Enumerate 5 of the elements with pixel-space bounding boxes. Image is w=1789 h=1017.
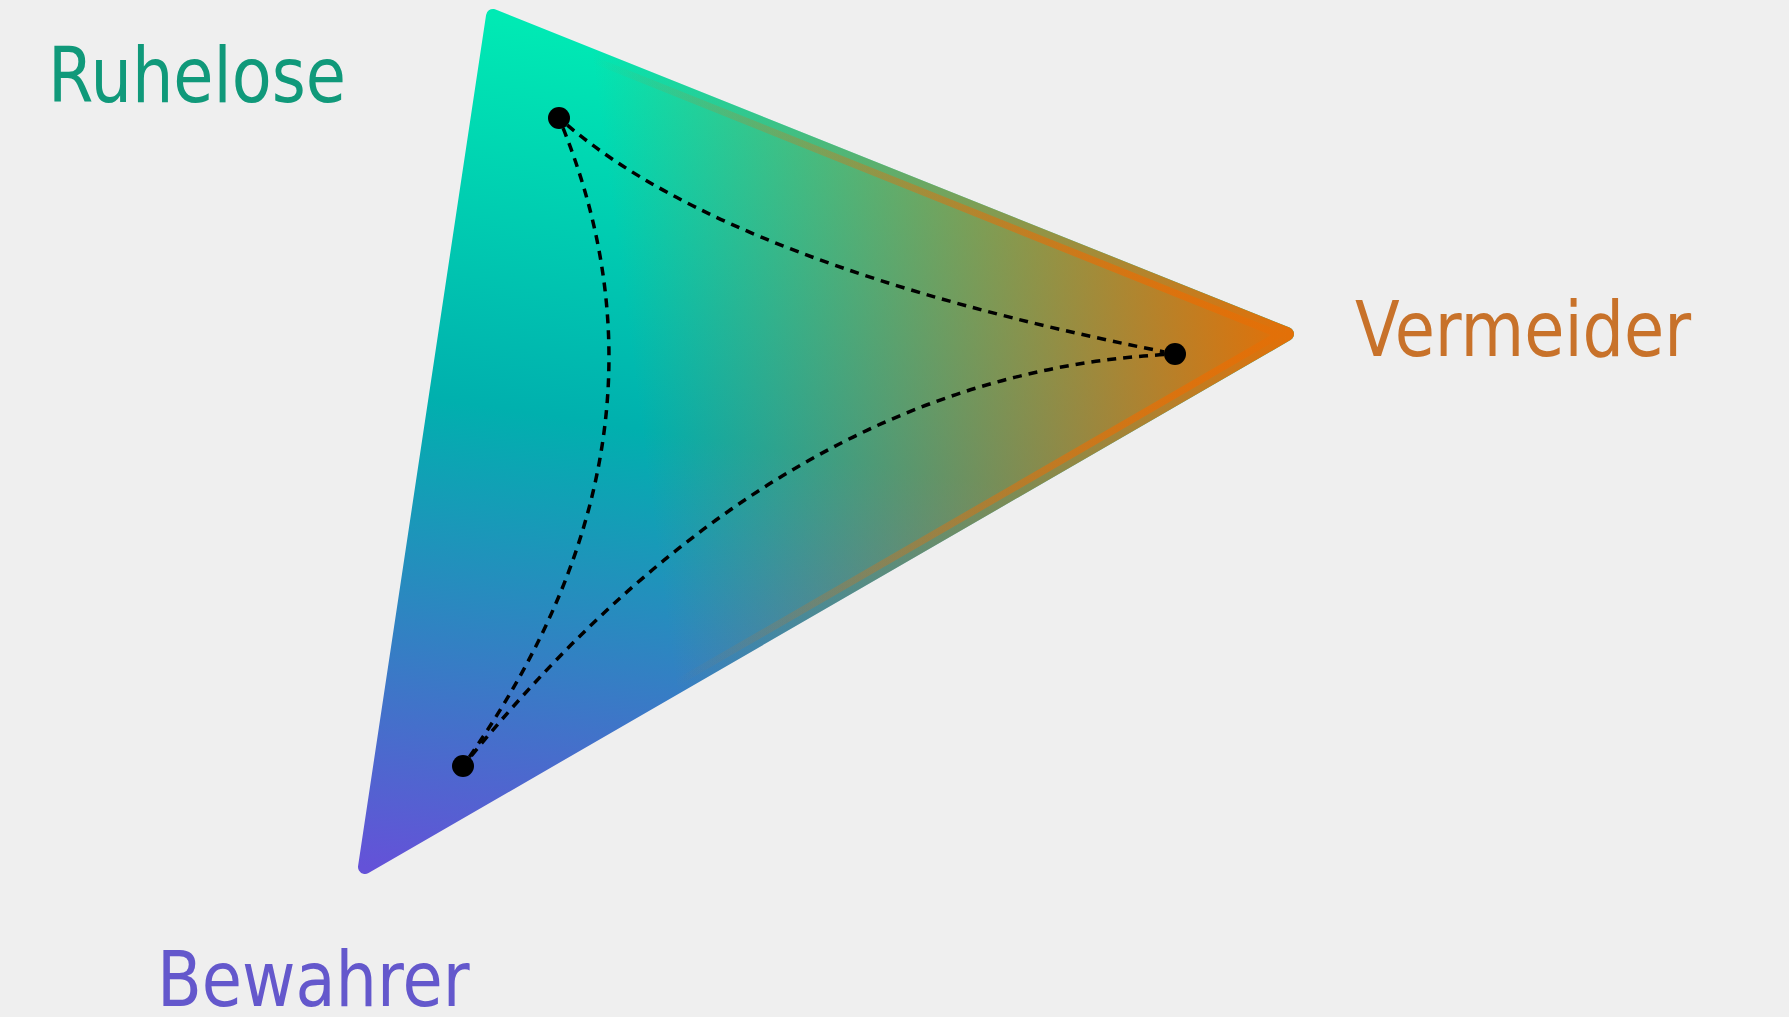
corner-label: Vermeider [1355,292,1692,368]
dashed-connector [566,123,1165,354]
corner-label: Ruhelose [48,38,346,114]
corner-label: Bewahrer [157,942,470,1017]
dashed-connector [467,127,611,758]
